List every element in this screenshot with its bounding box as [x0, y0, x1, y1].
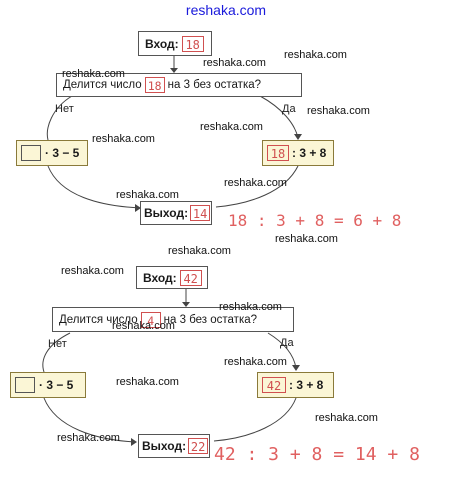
yes-branch-expr-2: : 3 + 8 — [289, 378, 324, 392]
branch-no-label-2: Нет — [48, 338, 67, 350]
branch-no-arc-1 — [46, 95, 73, 141]
merge-arc-left-1 — [47, 165, 141, 209]
watermark-11: reshaka.com — [61, 265, 124, 277]
watermark-6: reshaka.com — [92, 133, 155, 145]
watermark-2: reshaka.com — [203, 57, 266, 69]
question-text-after-1: на 3 без остатка? — [167, 79, 262, 91]
no-branch-box-2: · 3 − 5 — [10, 372, 86, 398]
no-branch-expr-1: · 3 − 5 — [45, 146, 80, 160]
no-branch-blank-1 — [21, 145, 41, 161]
input-value-2: 42 — [179, 269, 202, 286]
yes-branch-box-1: 18 : 3 + 8 — [262, 140, 334, 166]
merge-arc-left-2 — [43, 397, 137, 443]
yes-branch-value-2: 42 — [262, 377, 286, 393]
arrowhead-2c — [131, 438, 137, 446]
branch-no-label-1: Нет — [55, 103, 74, 115]
no-branch-expr-2: · 3 − 5 — [39, 378, 74, 392]
no-branch-blank-2 — [15, 377, 35, 393]
watermark-15: reshaka.com — [116, 376, 179, 388]
equation-2: 42 : 3 + 8 = 14 + 8 — [214, 444, 420, 465]
watermark-12: reshaka.com — [219, 301, 282, 313]
branch-no-arc-2 — [42, 332, 71, 373]
arrowhead-1c — [135, 204, 141, 212]
equation-1: 18 : 3 + 8 = 6 + 8 — [228, 211, 402, 230]
output-box-1: Выход: 14 — [140, 201, 212, 225]
input-label-1: Вход: — [145, 36, 179, 51]
watermark-16: reshaka.com — [315, 412, 378, 424]
watermark-1: reshaka.com — [284, 49, 347, 61]
branch-yes-label-1: Да — [282, 103, 296, 115]
watermark-10: reshaka.com — [168, 245, 231, 257]
arrowhead-1a — [170, 68, 178, 73]
question-text-before-2: Делится число — [59, 313, 138, 326]
watermark-7: reshaka.com — [224, 177, 287, 189]
output-label-1: Выход: — [144, 206, 189, 220]
watermark-14: reshaka.com — [224, 356, 287, 368]
question-box-1: Делится число 18 на 3 без остатка? — [56, 73, 302, 97]
question-text-after-2: на 3 без остатка? — [163, 313, 258, 326]
yes-branch-expr-1: : 3 + 8 — [292, 146, 327, 160]
site-header[interactable]: reshaka.com — [185, 2, 267, 18]
input-box-2: Вход: 42 — [136, 266, 208, 289]
merge-arc-right-2 — [213, 397, 297, 442]
output-box-2: Выход: 22 — [138, 434, 210, 458]
arrowhead-2b — [292, 365, 300, 371]
question-value-1: 18 — [144, 77, 165, 93]
yes-branch-box-2: 42 : 3 + 8 — [257, 372, 334, 398]
merge-arc-right-1 — [215, 165, 299, 208]
watermark-17: reshaka.com — [57, 432, 120, 444]
question-box-2: Делится число 4 на 3 без остатка? — [52, 307, 294, 332]
no-branch-box-1: · 3 − 5 — [16, 140, 88, 166]
watermark-13: reshaka.com — [112, 320, 175, 332]
output-label-2: Выход: — [142, 439, 187, 453]
input-box-1: Вход: 18 — [138, 31, 212, 56]
branch-yes-arc-2 — [267, 332, 297, 369]
arrowhead-2a — [182, 302, 190, 307]
arrowhead-1b — [294, 134, 302, 140]
output-value-2: 22 — [188, 438, 209, 454]
watermark-5: reshaka.com — [307, 105, 370, 117]
watermark-9: reshaka.com — [275, 233, 338, 245]
watermark-8: reshaka.com — [116, 189, 179, 201]
watermark-3: reshaka.com — [62, 68, 125, 80]
watermark-4: reshaka.com — [200, 121, 263, 133]
question-text-before-1: Делится число — [63, 79, 142, 91]
input-label-2: Вход: — [143, 270, 177, 285]
input-value-1: 18 — [181, 35, 204, 52]
branch-yes-label-2: Да — [280, 337, 294, 349]
output-value-1: 14 — [190, 205, 211, 221]
question-value-2: 4 — [140, 311, 161, 328]
yes-branch-value-1: 18 — [267, 145, 289, 161]
